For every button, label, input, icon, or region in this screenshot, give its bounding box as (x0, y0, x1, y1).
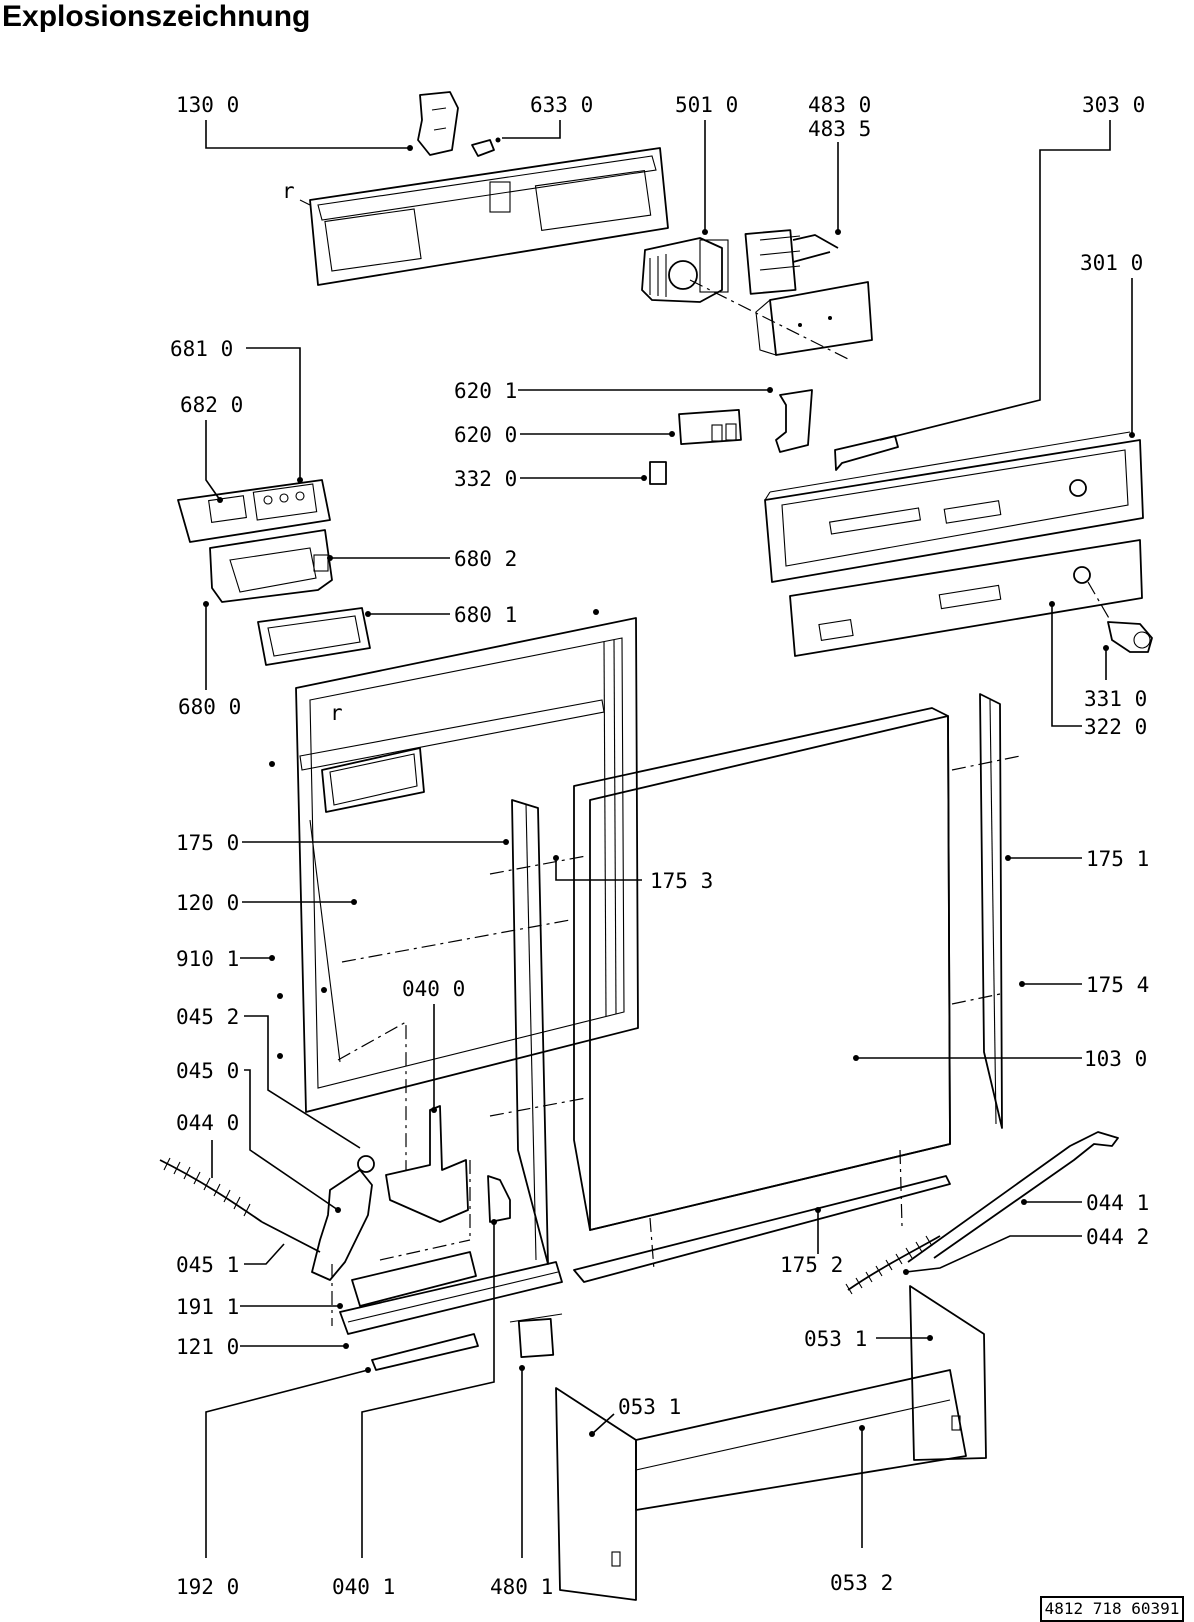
bottom-trim-part (573, 1149, 951, 1283)
label-682-0: 682 0 (180, 393, 243, 417)
spring-rod-part (845, 1131, 1119, 1295)
label-103-0: 103 0 (1084, 1047, 1147, 1071)
label-483-5: 483 5 (808, 117, 871, 141)
switch-bracket-part (755, 281, 873, 356)
bracket-part-620-1 (775, 389, 813, 453)
detergent-dispenser-part (177, 479, 333, 603)
timer-motor-part (641, 237, 851, 361)
label-910-1: 910 1 (176, 947, 239, 971)
label-301-0: 301 0 (1080, 251, 1143, 275)
label-633-0: 633 0 (530, 93, 593, 117)
lower-panel-strip-part (789, 539, 1143, 657)
hinge-bracket-part (379, 1105, 471, 1261)
plinth-part (555, 1285, 987, 1601)
label-331-0: 331 0 (1084, 687, 1147, 711)
label-130-0: 130 0 (176, 93, 239, 117)
label-175-2: 175 2 (780, 1253, 843, 1277)
label-044-1: 044 1 (1086, 1191, 1149, 1215)
small-plate-part (487, 1175, 511, 1223)
top-bracket-part (299, 147, 669, 286)
label-332-0: 332 0 (454, 467, 517, 491)
part-number-labels: 130 0 633 0 501 0 483 0 483 5 303 0 301 … (170, 93, 1149, 1599)
label-175-4: 175 4 (1086, 973, 1149, 997)
label-620-0: 620 0 (454, 423, 517, 447)
leader-lines (203, 120, 1135, 1558)
knob-part (1107, 621, 1153, 653)
label-191-1: 191 1 (176, 1295, 239, 1319)
connector-block-part (744, 229, 839, 295)
clip-part-480 (509, 1313, 563, 1358)
label-053-2: 053 2 (830, 1571, 893, 1595)
label-040-1: 040 1 (332, 1575, 395, 1599)
label-620-1: 620 1 (454, 379, 517, 403)
right-side-trim-part (979, 693, 1003, 1129)
label-175-0: 175 0 (176, 831, 239, 855)
label-045-2: 045 2 (176, 1005, 239, 1029)
page-title: Explosionszeichnung (2, 0, 311, 33)
label-303-0: 303 0 (1082, 93, 1145, 117)
label-480-1: 480 1 (490, 1575, 553, 1599)
label-680-2: 680 2 (454, 547, 517, 571)
label-040-0: 040 0 (402, 977, 465, 1001)
toe-strip-parts (331, 1251, 563, 1371)
label-175-1: 175 1 (1086, 847, 1149, 871)
inner-door-frame-part (295, 617, 639, 1170)
gasket-part (257, 607, 371, 666)
label-044-2: 044 2 (1086, 1225, 1149, 1249)
label-680-0: 680 0 (178, 695, 241, 719)
label-053-1-b: 053 1 (618, 1395, 681, 1419)
front-door-panel-part (573, 707, 1021, 1231)
label-501-0: 501 0 (675, 93, 738, 117)
label-322-0: 322 0 (1084, 715, 1147, 739)
label-r-top: r (282, 179, 295, 203)
label-044-0: 044 0 (176, 1111, 239, 1135)
label-120-0: 120 0 (176, 891, 239, 915)
label-680-1: 680 1 (454, 603, 517, 627)
label-121-0: 121 0 (176, 1335, 239, 1359)
document-number: 4812 718 60391 (1040, 1596, 1184, 1622)
control-panel-part (764, 431, 1144, 583)
left-spring-part (159, 1157, 321, 1253)
clip-part-130 (417, 91, 459, 156)
hinge-part (311, 1155, 375, 1281)
small-part-633 (471, 137, 501, 157)
label-192-0: 192 0 (176, 1575, 239, 1599)
small-cube-part (649, 461, 667, 485)
label-045-0: 045 0 (176, 1059, 239, 1083)
label-681-0: 681 0 (170, 337, 233, 361)
label-175-3: 175 3 (650, 869, 713, 893)
label-483-0: 483 0 (808, 93, 871, 117)
handle-part-301 (834, 435, 899, 471)
relay-part-620-0 (678, 409, 742, 445)
label-045-1: 045 1 (176, 1253, 239, 1277)
label-053-1-a: 053 1 (804, 1327, 867, 1351)
left-side-trim-part (489, 799, 587, 1265)
label-r-frame: r (330, 701, 343, 725)
